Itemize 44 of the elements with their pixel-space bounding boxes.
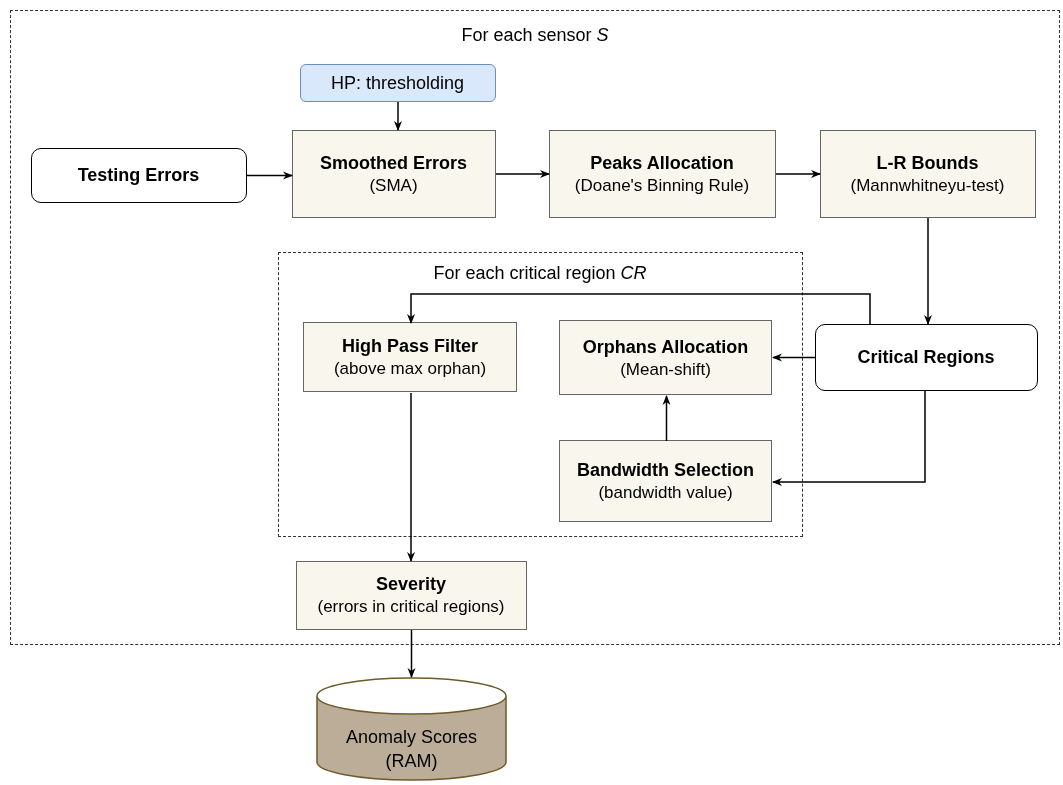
arrow	[772, 390, 926, 486]
node-subtitle: (SMA)	[369, 174, 418, 197]
process-box	[295, 560, 527, 630]
process-box	[291, 129, 496, 218]
node-title: HP: thresholding	[330, 71, 465, 95]
group-heading: For each sensor S	[460, 25, 610, 46]
arrow	[495, 170, 550, 178]
node-title: Peaks Allocation	[590, 151, 734, 175]
arrow	[772, 353, 816, 362]
dashed-group-frame	[277, 251, 803, 537]
node-subtitle: (errors in critical regions)	[317, 596, 505, 618]
process-box	[559, 320, 772, 395]
process-box	[819, 129, 1036, 218]
node-subtitle: (bandwidth value)	[598, 482, 733, 504]
node-title: Smoothed Errors	[320, 151, 467, 175]
node-label: Anomaly Scores (RAM)	[344, 726, 479, 773]
node-subtitle: (Mean-shift)	[620, 358, 711, 381]
arrow	[775, 170, 821, 178]
node-title: Severity	[375, 573, 447, 596]
database-cylinder	[316, 677, 507, 781]
parameter-box	[299, 63, 496, 102]
process-box	[303, 322, 517, 392]
node-subtitle: (above max orphan)	[333, 358, 487, 380]
process-box	[559, 440, 772, 522]
arrow	[407, 629, 416, 678]
arrow	[407, 392, 415, 562]
node-subtitle: (Mannwhitneyu-test)	[850, 174, 1005, 197]
arrow	[924, 217, 932, 325]
node-title: Testing Errors	[77, 164, 200, 187]
node-title: L-R Bounds	[876, 151, 979, 175]
arrow	[246, 171, 293, 180]
node-subtitle: (Doane's Binning Rule)	[574, 174, 750, 197]
rounded-box	[814, 323, 1038, 391]
arrow	[662, 395, 671, 442]
arrow	[407, 293, 871, 325]
node-title: Orphans Allocation	[582, 335, 749, 359]
group-heading: For each critical region CR	[432, 262, 648, 284]
dashed-group-frame	[10, 10, 1060, 645]
rounded-box	[30, 147, 247, 203]
process-box	[548, 129, 776, 218]
node-title: High Pass Filter	[341, 335, 478, 358]
node-title: Bandwidth Selection	[577, 459, 754, 482]
node-title: Critical Regions	[857, 346, 995, 369]
arrow	[394, 101, 402, 131]
